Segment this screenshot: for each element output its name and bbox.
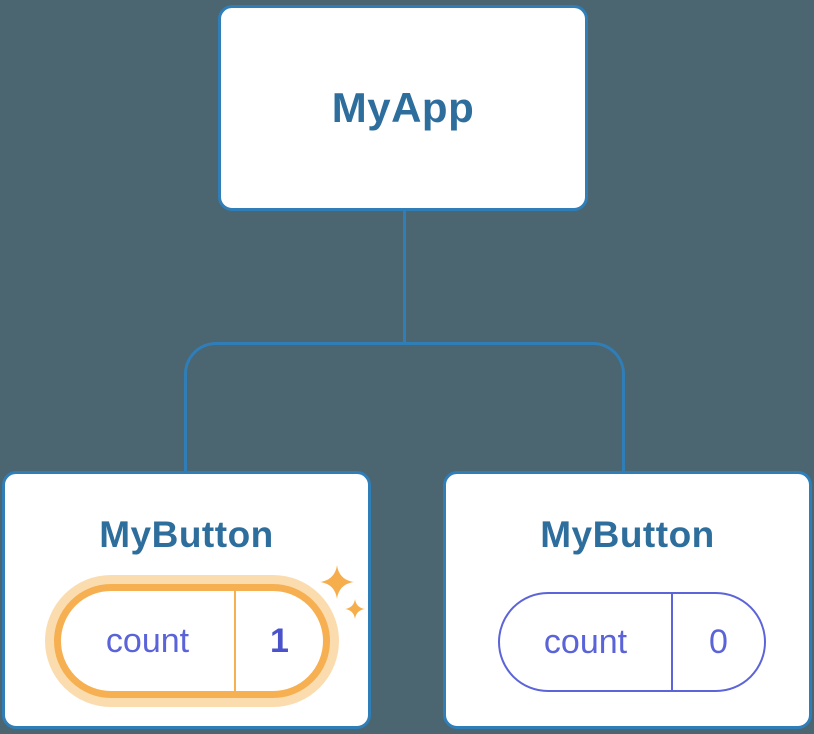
state-value: 0 (709, 622, 728, 661)
node-label: MyButton (99, 514, 274, 555)
node-label: MyButton (540, 514, 715, 555)
tree-node-mybutton: MyButton count 0 (443, 471, 812, 729)
connector-bracket (184, 342, 625, 472)
node-label: MyApp (331, 84, 475, 131)
pill-divider (671, 594, 673, 690)
state-value: 1 (270, 621, 289, 660)
sparkle-icon (345, 599, 365, 619)
state-key: count (543, 622, 628, 661)
state-pill: count 0 (498, 592, 766, 692)
state-pill-highlighted: count 1 (54, 584, 330, 698)
tree-node-mybutton-updated: MyButton count 1 (2, 471, 371, 729)
pill-divider (234, 591, 236, 691)
sparkle-icon (320, 565, 354, 599)
state-key: count (105, 621, 190, 660)
connector-stem (403, 211, 406, 343)
tree-node-root: MyApp (218, 5, 588, 211)
